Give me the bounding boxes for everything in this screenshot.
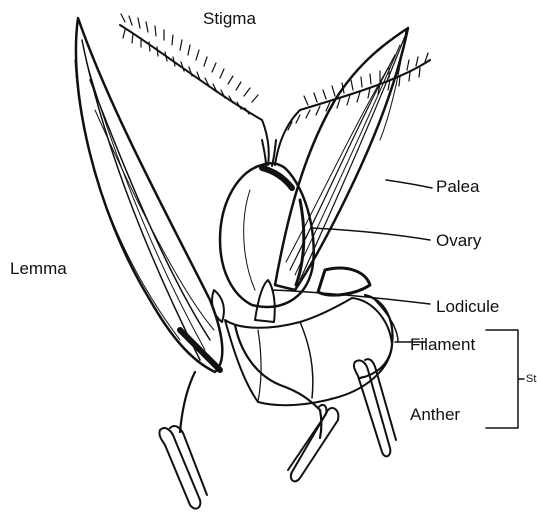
leader-lines	[272, 180, 432, 342]
label-lodicule: Lodicule	[436, 298, 499, 315]
label-palea: Palea	[436, 178, 479, 195]
stamen-bracket	[486, 330, 524, 428]
anthers	[159, 359, 396, 508]
label-stamen: St	[526, 374, 536, 385]
palea-bract	[275, 28, 408, 290]
lemma-bract	[75, 18, 222, 372]
label-filament: Filament	[410, 336, 475, 353]
label-anther: Anther	[410, 406, 460, 423]
label-lemma: Lemma	[10, 260, 67, 277]
filaments	[180, 295, 393, 438]
label-stigma: Stigma	[203, 10, 256, 27]
receptacle	[225, 298, 392, 405]
label-ovary: Ovary	[436, 232, 481, 249]
